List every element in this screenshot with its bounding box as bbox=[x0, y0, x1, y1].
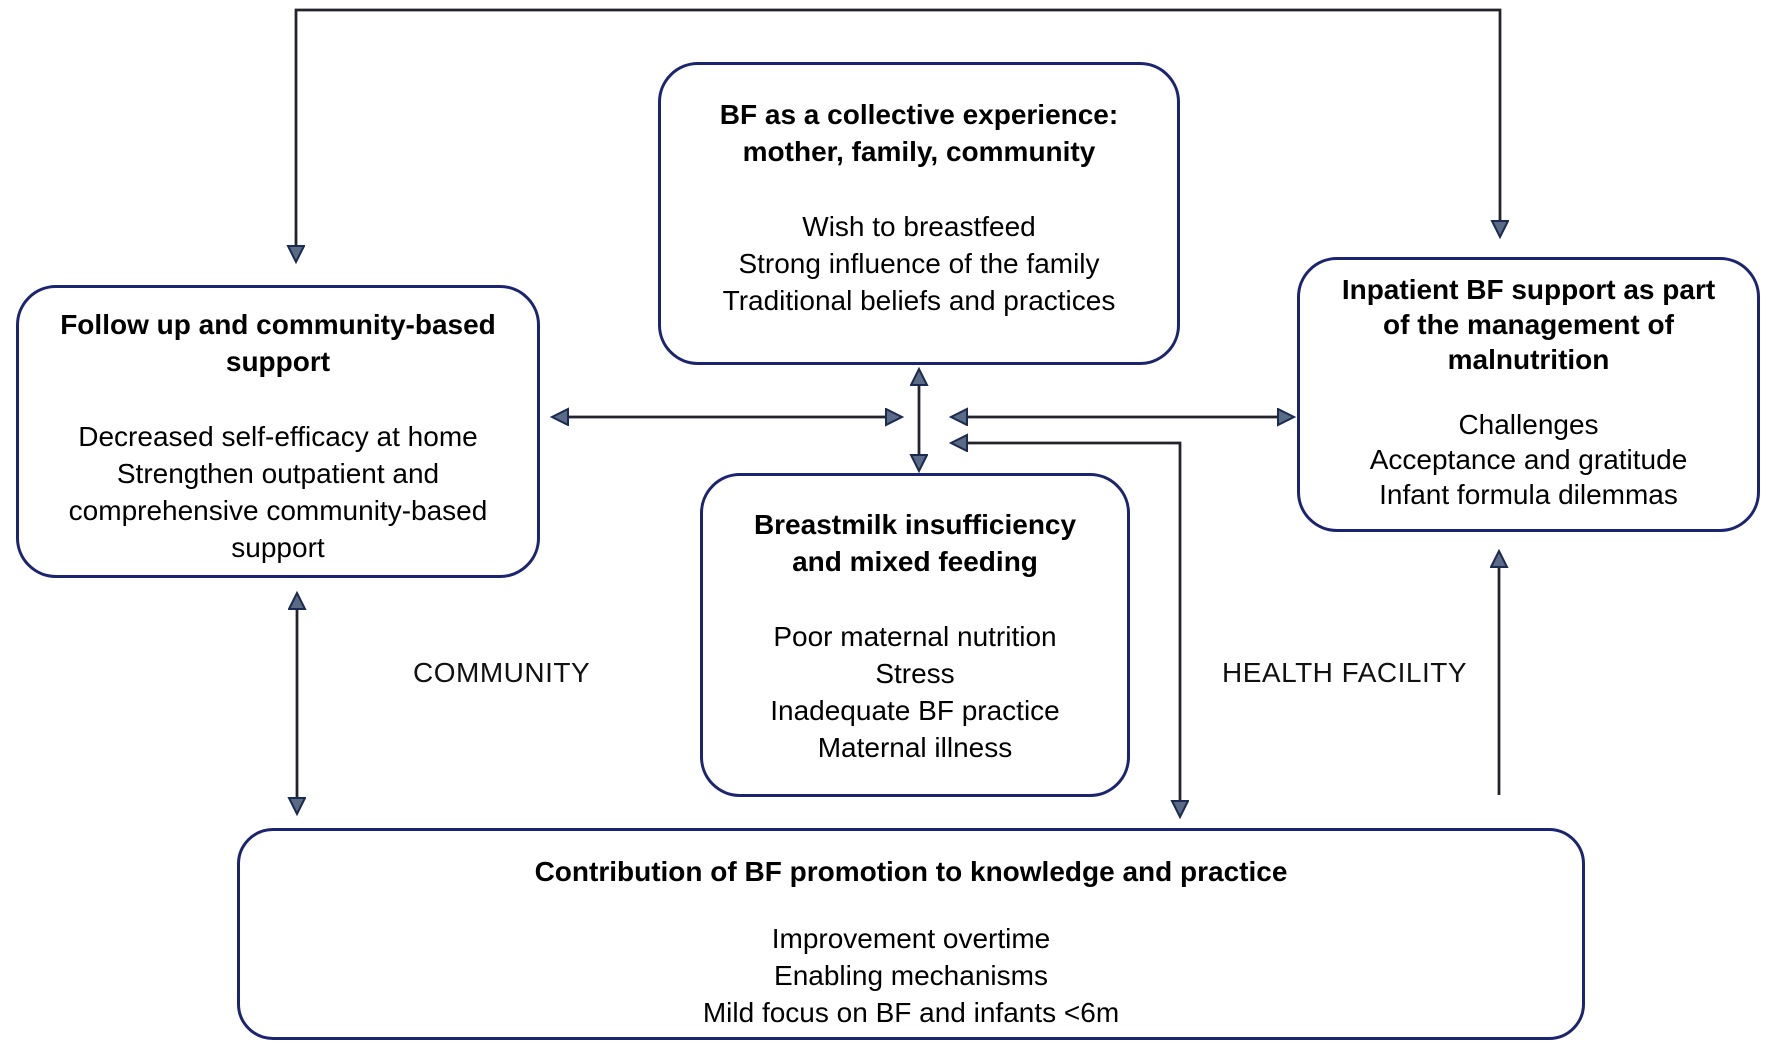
box-title-line: of the management of bbox=[1383, 309, 1674, 340]
box-title-line: Breastmilk insufficiency bbox=[753, 509, 1077, 540]
box-body: Challenges Acceptance and gratitude Infa… bbox=[1370, 407, 1688, 512]
box-title-line: Contribution of BF promotion to knowledg… bbox=[534, 856, 1288, 887]
box-title-line: Inpatient BF support as part bbox=[1341, 274, 1716, 305]
box-text-line: Acceptance and gratitude bbox=[1369, 444, 1688, 475]
box-text-line: Stress bbox=[875, 658, 955, 689]
box-bf-promotion: Contribution of BF promotion to knowledg… bbox=[237, 828, 1585, 1040]
box-body: Poor maternal nutrition Stress Inadequat… bbox=[770, 618, 1060, 766]
box-title: Contribution of BF promotion to knowledg… bbox=[535, 853, 1288, 890]
label-community: COMMUNITY bbox=[413, 657, 591, 688]
label-health-facility: HEALTH FACILITY bbox=[1222, 657, 1468, 688]
box-text-line: comprehensive community-based bbox=[68, 495, 488, 526]
box-body: Improvement overtime Enabling mechanisms… bbox=[703, 920, 1119, 1031]
box-text-line: Decreased self-efficacy at home bbox=[78, 421, 478, 452]
box-text-line: Inadequate BF practice bbox=[770, 695, 1060, 726]
box-text-line: Maternal illness bbox=[817, 732, 1013, 763]
box-collective-experience: BF as a collective experience: mother, f… bbox=[658, 62, 1180, 365]
box-text-line: Challenges bbox=[1458, 409, 1599, 440]
box-title-line: and mixed feeding bbox=[792, 546, 1038, 577]
box-text-line: Traditional beliefs and practices bbox=[722, 285, 1116, 316]
box-title-line: mother, family, community bbox=[742, 136, 1096, 167]
box-text-line: support bbox=[231, 532, 325, 563]
box-text-line: Wish to breastfeed bbox=[802, 211, 1036, 242]
box-body: Decreased self-efficacy at home Strength… bbox=[69, 418, 488, 566]
box-text-line: Infant formula dilemmas bbox=[1379, 479, 1678, 510]
box-inpatient-support: Inpatient BF support as part of the mana… bbox=[1297, 257, 1760, 532]
box-title: Breastmilk insufficiency and mixed feedi… bbox=[754, 506, 1076, 580]
box-title: Inpatient BF support as part of the mana… bbox=[1342, 272, 1715, 377]
box-text-line: Strengthen outpatient and bbox=[116, 458, 440, 489]
box-title: BF as a collective experience: mother, f… bbox=[720, 96, 1118, 170]
box-breastmilk-insufficiency: Breastmilk insufficiency and mixed feedi… bbox=[700, 473, 1130, 797]
box-text-line: Enabling mechanisms bbox=[774, 960, 1048, 991]
box-title-line: Follow up and community-based bbox=[60, 309, 496, 340]
box-body: Wish to breastfeed Strong influence of t… bbox=[723, 208, 1116, 319]
box-text-line: Poor maternal nutrition bbox=[773, 621, 1057, 652]
box-text-line: Mild focus on BF and infants <6m bbox=[702, 997, 1120, 1028]
arrow-center-promotion-elbow bbox=[952, 443, 1180, 816]
arrow-top-connector bbox=[296, 8, 1500, 261]
box-text-line: Improvement overtime bbox=[771, 923, 1051, 954]
box-text-line: Strong influence of the family bbox=[738, 248, 1100, 279]
box-title: Follow up and community-based support bbox=[60, 306, 496, 380]
box-title-line: malnutrition bbox=[1447, 344, 1610, 375]
box-followup-support: Follow up and community-based support De… bbox=[16, 285, 540, 578]
box-title-line: BF as a collective experience: bbox=[719, 99, 1119, 130]
box-title-line: support bbox=[225, 346, 331, 377]
